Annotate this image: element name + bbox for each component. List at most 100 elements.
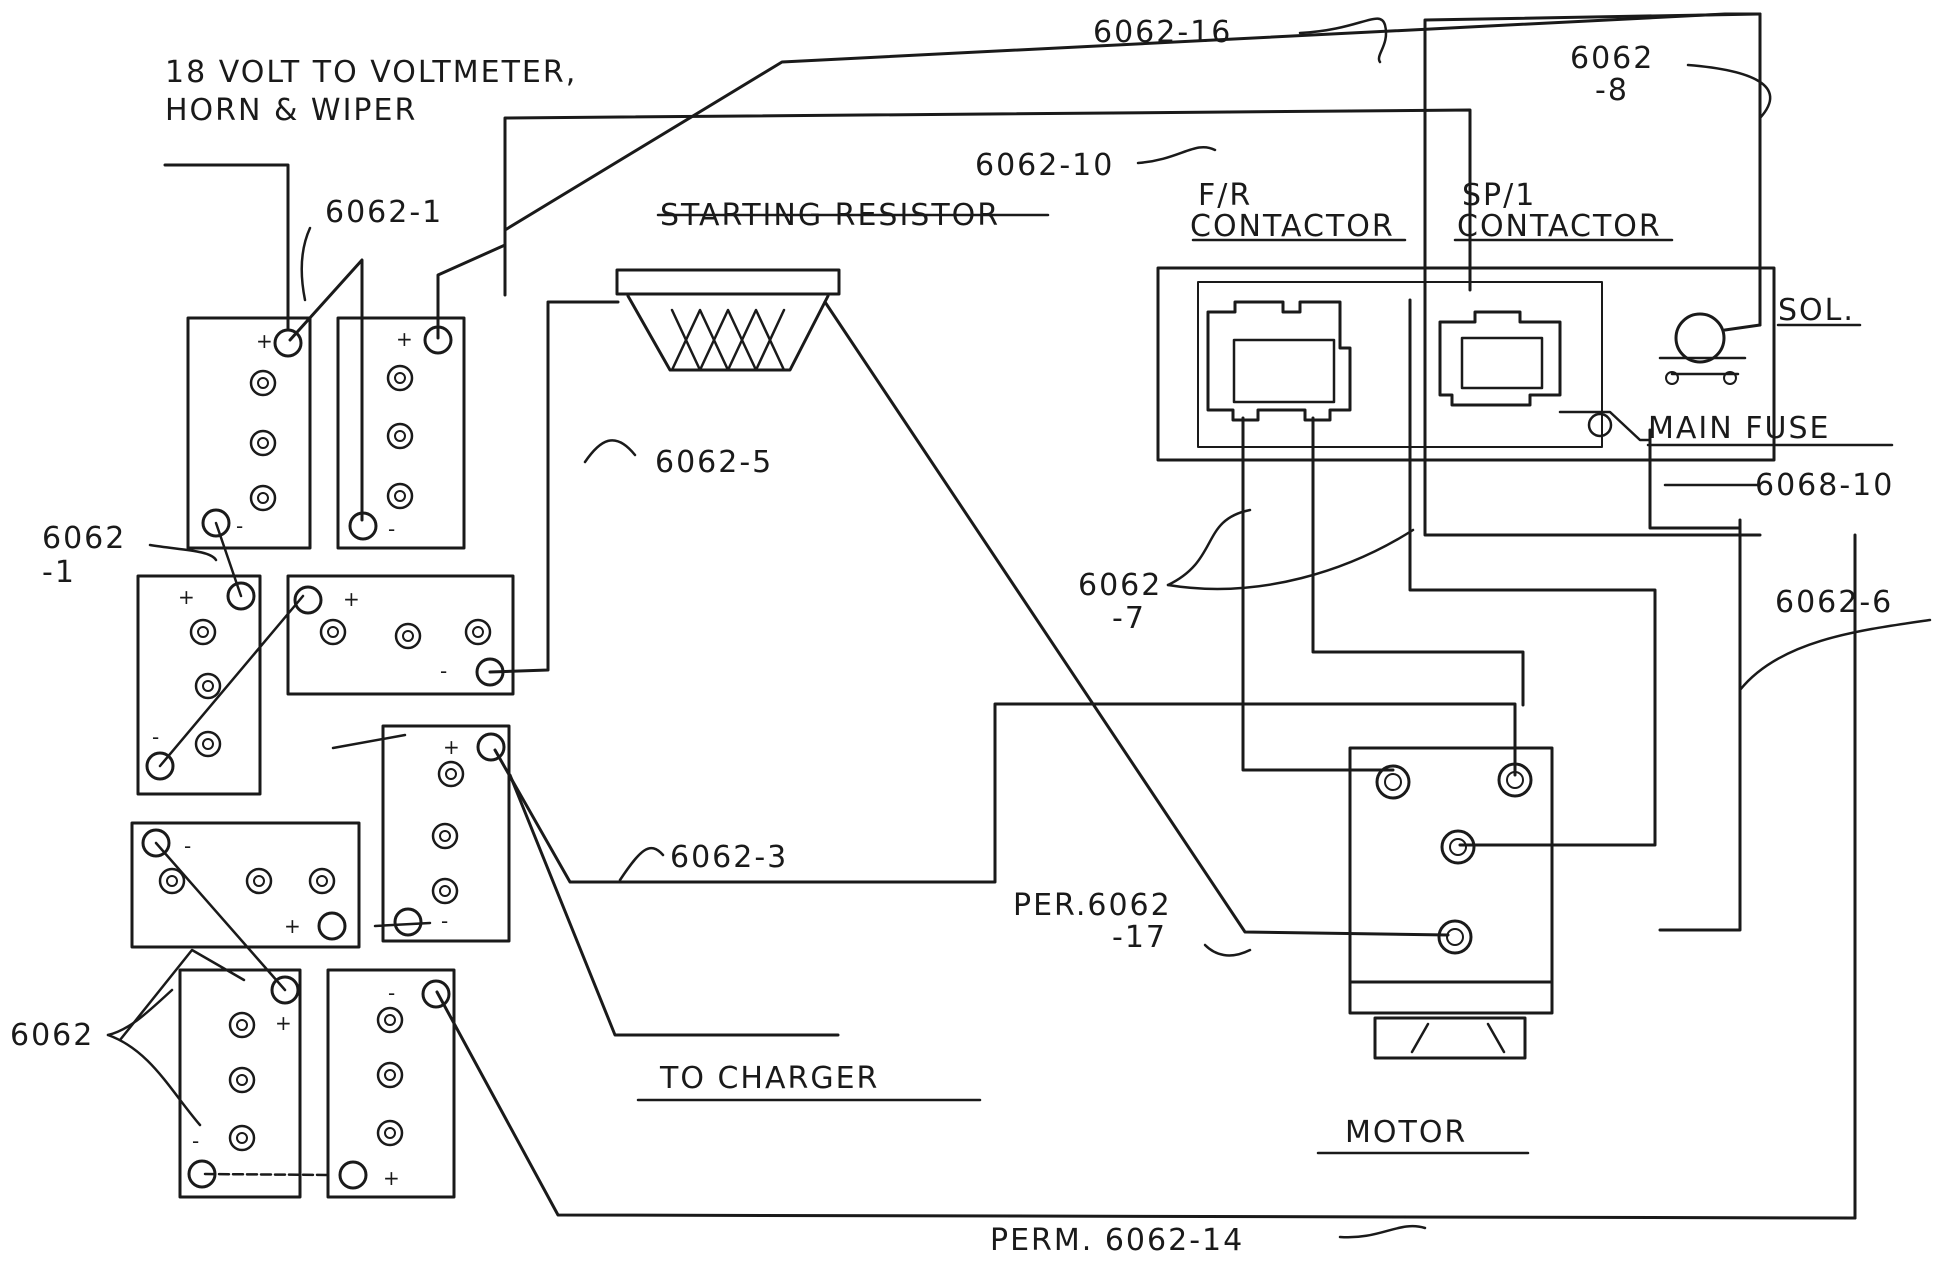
- starting-resistor-label: STARTING RESISTOR: [660, 198, 1000, 233]
- wire-fr-sp-loop: [1408, 298, 1657, 847]
- motor-label: MOTOR: [1345, 1115, 1467, 1150]
- terminal-icon: [317, 911, 347, 941]
- terminal-icon: [145, 751, 175, 781]
- contactor-panel: [1156, 266, 1776, 462]
- wire-6062-14: [435, 990, 1857, 1220]
- plus-sign: +: [443, 735, 460, 759]
- label-6062-1-top: 6062-1: [325, 195, 443, 230]
- terminal-icon: [1440, 829, 1476, 865]
- contactor-icon: [1438, 310, 1562, 407]
- minus-sign: -: [184, 834, 191, 858]
- battery-icon: + -: [336, 316, 466, 550]
- main-fuse-label: MAIN FUSE: [1648, 411, 1830, 446]
- terminal-icon: [421, 979, 451, 1009]
- battery-icon: - +: [326, 968, 456, 1199]
- battery-icon: + -: [381, 724, 511, 943]
- cell-cap-icon: [194, 730, 222, 758]
- label-6062-1-left-suffix: -1: [42, 555, 76, 590]
- terminal-icon: [226, 581, 256, 611]
- wire-to-charger: [508, 773, 840, 1037]
- cell-cap-icon: [386, 364, 414, 392]
- label-6062-8-suffix: -8: [1595, 73, 1629, 108]
- battery-icon: + -: [186, 316, 312, 550]
- cell-cap-icon: [249, 369, 277, 397]
- wire-6062-7-a: [1241, 416, 1395, 772]
- terminal-icon: [1375, 764, 1411, 800]
- label-per-6062-17-suffix: -17: [1112, 920, 1167, 955]
- cell-cap-icon: [228, 1066, 256, 1094]
- wire-6062-8: [1423, 12, 1762, 537]
- terminal-icon: [338, 1160, 368, 1190]
- terminal-icon: [348, 511, 378, 541]
- minus-sign: -: [440, 659, 447, 683]
- cell-cap-icon: [228, 1011, 256, 1039]
- label-per-6062-17: PER.6062: [1013, 888, 1172, 923]
- label-6062-jumpers: 6062: [10, 1018, 94, 1053]
- minus-sign: -: [388, 981, 395, 1005]
- cell-cap-icon: [319, 618, 347, 646]
- labels: 18 VOLT TO VOLTMETER, HORN & WIPER 6062-…: [10, 15, 1893, 1258]
- label-6062-3: 6062-3: [670, 840, 788, 875]
- battery-pack: + - + - + -: [118, 316, 515, 1199]
- wire-6062-17: [823, 300, 1450, 937]
- battery-icon: + -: [286, 574, 515, 696]
- battery-jumpers: [118, 521, 432, 1177]
- cell-cap-icon: [376, 1006, 404, 1034]
- cell-cap-icon: [386, 482, 414, 510]
- plus-sign: +: [178, 585, 195, 609]
- label-6062-1-left: 6062: [42, 521, 126, 556]
- label-6062-7-suffix: -7: [1112, 601, 1146, 636]
- terminal-icon: [423, 325, 453, 355]
- cell-cap-icon: [245, 867, 273, 895]
- plus-sign: +: [343, 587, 360, 611]
- cell-cap-icon: [376, 1061, 404, 1089]
- resistor-icon: [615, 268, 841, 372]
- battery-icon: - +: [130, 821, 361, 949]
- label-6062-10: 6062-10: [975, 148, 1114, 183]
- wire-6062-1-top: [288, 258, 364, 522]
- wire-main-fuse-drop: [1648, 428, 1742, 530]
- terminal-icon: [141, 828, 171, 858]
- fuse-icon: [1558, 410, 1652, 442]
- minus-sign: -: [441, 909, 448, 933]
- wire-6062-6: [1658, 518, 1742, 932]
- cell-cap-icon: [249, 484, 277, 512]
- wire-pos-battery-2: [436, 243, 507, 340]
- cell-cap-icon: [394, 622, 422, 650]
- minus-sign: -: [152, 725, 159, 749]
- fr-contactor-label-2: CONTACTOR: [1190, 209, 1395, 244]
- sp1-contactor-label-2: CONTACTOR: [1457, 209, 1662, 244]
- plus-sign: +: [383, 1166, 400, 1190]
- cell-cap-icon: [431, 822, 459, 850]
- battery-icon: + -: [178, 968, 302, 1199]
- label-perm-6062-14: PERM. 6062-14: [990, 1223, 1244, 1258]
- wires: [163, 12, 1857, 1220]
- battery-icon: + -: [136, 574, 262, 796]
- voltmeter-label-line1: 18 VOLT TO VOLTMETER,: [165, 55, 577, 90]
- terminal-icon: [201, 508, 231, 538]
- label-6062-5: 6062-5: [655, 445, 773, 480]
- terminal-icon: [476, 732, 506, 762]
- label-6062-16: 6062-16: [1093, 15, 1232, 50]
- cell-cap-icon: [376, 1119, 404, 1147]
- cell-cap-icon: [308, 867, 336, 895]
- cell-cap-icon: [464, 618, 492, 646]
- cell-cap-icon: [386, 422, 414, 450]
- sp1-contactor-label: SP/1: [1462, 178, 1536, 213]
- terminal-icon: [270, 975, 300, 1005]
- terminal-icon: [475, 657, 505, 687]
- leader-lines: [106, 17, 1932, 1239]
- label-6062-6: 6062-6: [1775, 585, 1893, 620]
- terminal-icon: [273, 328, 303, 358]
- minus-sign: -: [388, 517, 395, 541]
- cell-cap-icon: [249, 429, 277, 457]
- wire-6062-5: [488, 300, 620, 674]
- wire-6062-10: [503, 108, 1472, 297]
- minus-sign: -: [236, 514, 243, 538]
- cell-cap-icon: [189, 618, 217, 646]
- cell-cap-icon: [431, 877, 459, 905]
- sol-label: SOL.: [1778, 293, 1855, 328]
- wire-6062-3: [493, 702, 1517, 884]
- terminal-icon: [1437, 919, 1473, 955]
